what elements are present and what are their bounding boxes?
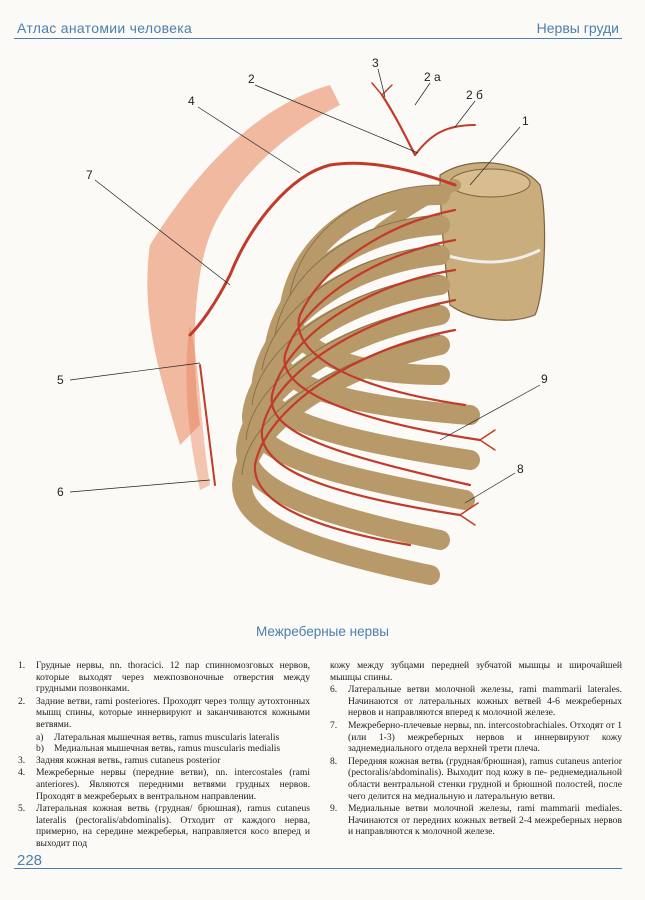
footer-divider <box>14 868 622 869</box>
legend-item-2b: b)Медиальная мышечная ветвь, ramus muscu… <box>36 743 281 755</box>
label-5: 5 <box>57 373 64 387</box>
legend-item-8: 8.Передняя кожная ветвь (грудная/брюшная… <box>330 755 622 802</box>
intercostal-nerves-drawing: 1 2 2 а 2 б 3 4 5 6 7 8 9 <box>57 56 548 585</box>
legend-item-2: 2.Задние ветви, rami posteriores. Проход… <box>18 695 310 730</box>
legend-item-4: 4.Межреберные нервы (передние ветви), nn… <box>18 767 310 802</box>
nerves <box>188 82 496 547</box>
legend-item-7: 7.Межреберно-плечевые нервы, nn. interco… <box>330 719 622 755</box>
anatomy-illustration: 1 2 2 а 2 б 3 4 5 6 7 8 9 <box>0 45 645 620</box>
legend-item-1: 1.Грудные нервы, nn. thoracici. 12 пар с… <box>18 660 310 695</box>
shoulder-muscle <box>147 85 340 445</box>
section-title: Нервы груди <box>536 20 619 36</box>
legend-item-5: 5.Латеральная кожная ветвь (грудная/ брю… <box>18 803 310 849</box>
label-2a: 2 а <box>424 70 441 84</box>
legend-item-5-continuation: кожу между зубцами передней зубчатой мыш… <box>330 660 622 683</box>
legend-item-3: 3.Задняя кожная ветвь, ramus cutaneus po… <box>18 754 221 766</box>
page-header: Атлас анатомии человека Нервы груди <box>0 0 645 40</box>
legend-item-6: 6.Латеральные ветви молочной железы, ram… <box>330 684 622 719</box>
serratus-muscle <box>186 325 210 490</box>
label-1: 1 <box>522 114 529 128</box>
label-2: 2 <box>248 72 255 86</box>
figure-caption: Межреберные нервы <box>255 624 389 639</box>
label-6: 6 <box>57 485 64 499</box>
legend-right-column: кожу между зубцами передней зубчатой мыш… <box>330 660 622 839</box>
legend-item-9: 9.Медиальные ветви молочной железы, rami… <box>330 803 622 838</box>
label-2b: 2 б <box>466 88 483 102</box>
label-7: 7 <box>86 168 93 182</box>
label-9: 9 <box>541 372 548 386</box>
label-4: 4 <box>188 94 195 108</box>
label-3: 3 <box>372 56 379 70</box>
figure-labels: 1 2 2 а 2 б 3 4 5 6 7 8 9 <box>57 56 548 499</box>
header-divider <box>14 38 622 39</box>
legend-left-column: 1.Грудные нервы, nn. thoracici. 12 пар с… <box>18 660 310 851</box>
legend: 1.Грудные нервы, nn. thoracici. 12 пар с… <box>18 660 622 850</box>
legend-item-2a: а)Латеральная мышечная ветвь, ramus musc… <box>36 731 280 743</box>
label-8: 8 <box>517 462 524 476</box>
ribs <box>231 185 480 585</box>
book-title: Атлас анатомии человека <box>17 20 193 36</box>
page-number: 228 <box>17 852 43 869</box>
leader-lines <box>69 68 541 504</box>
